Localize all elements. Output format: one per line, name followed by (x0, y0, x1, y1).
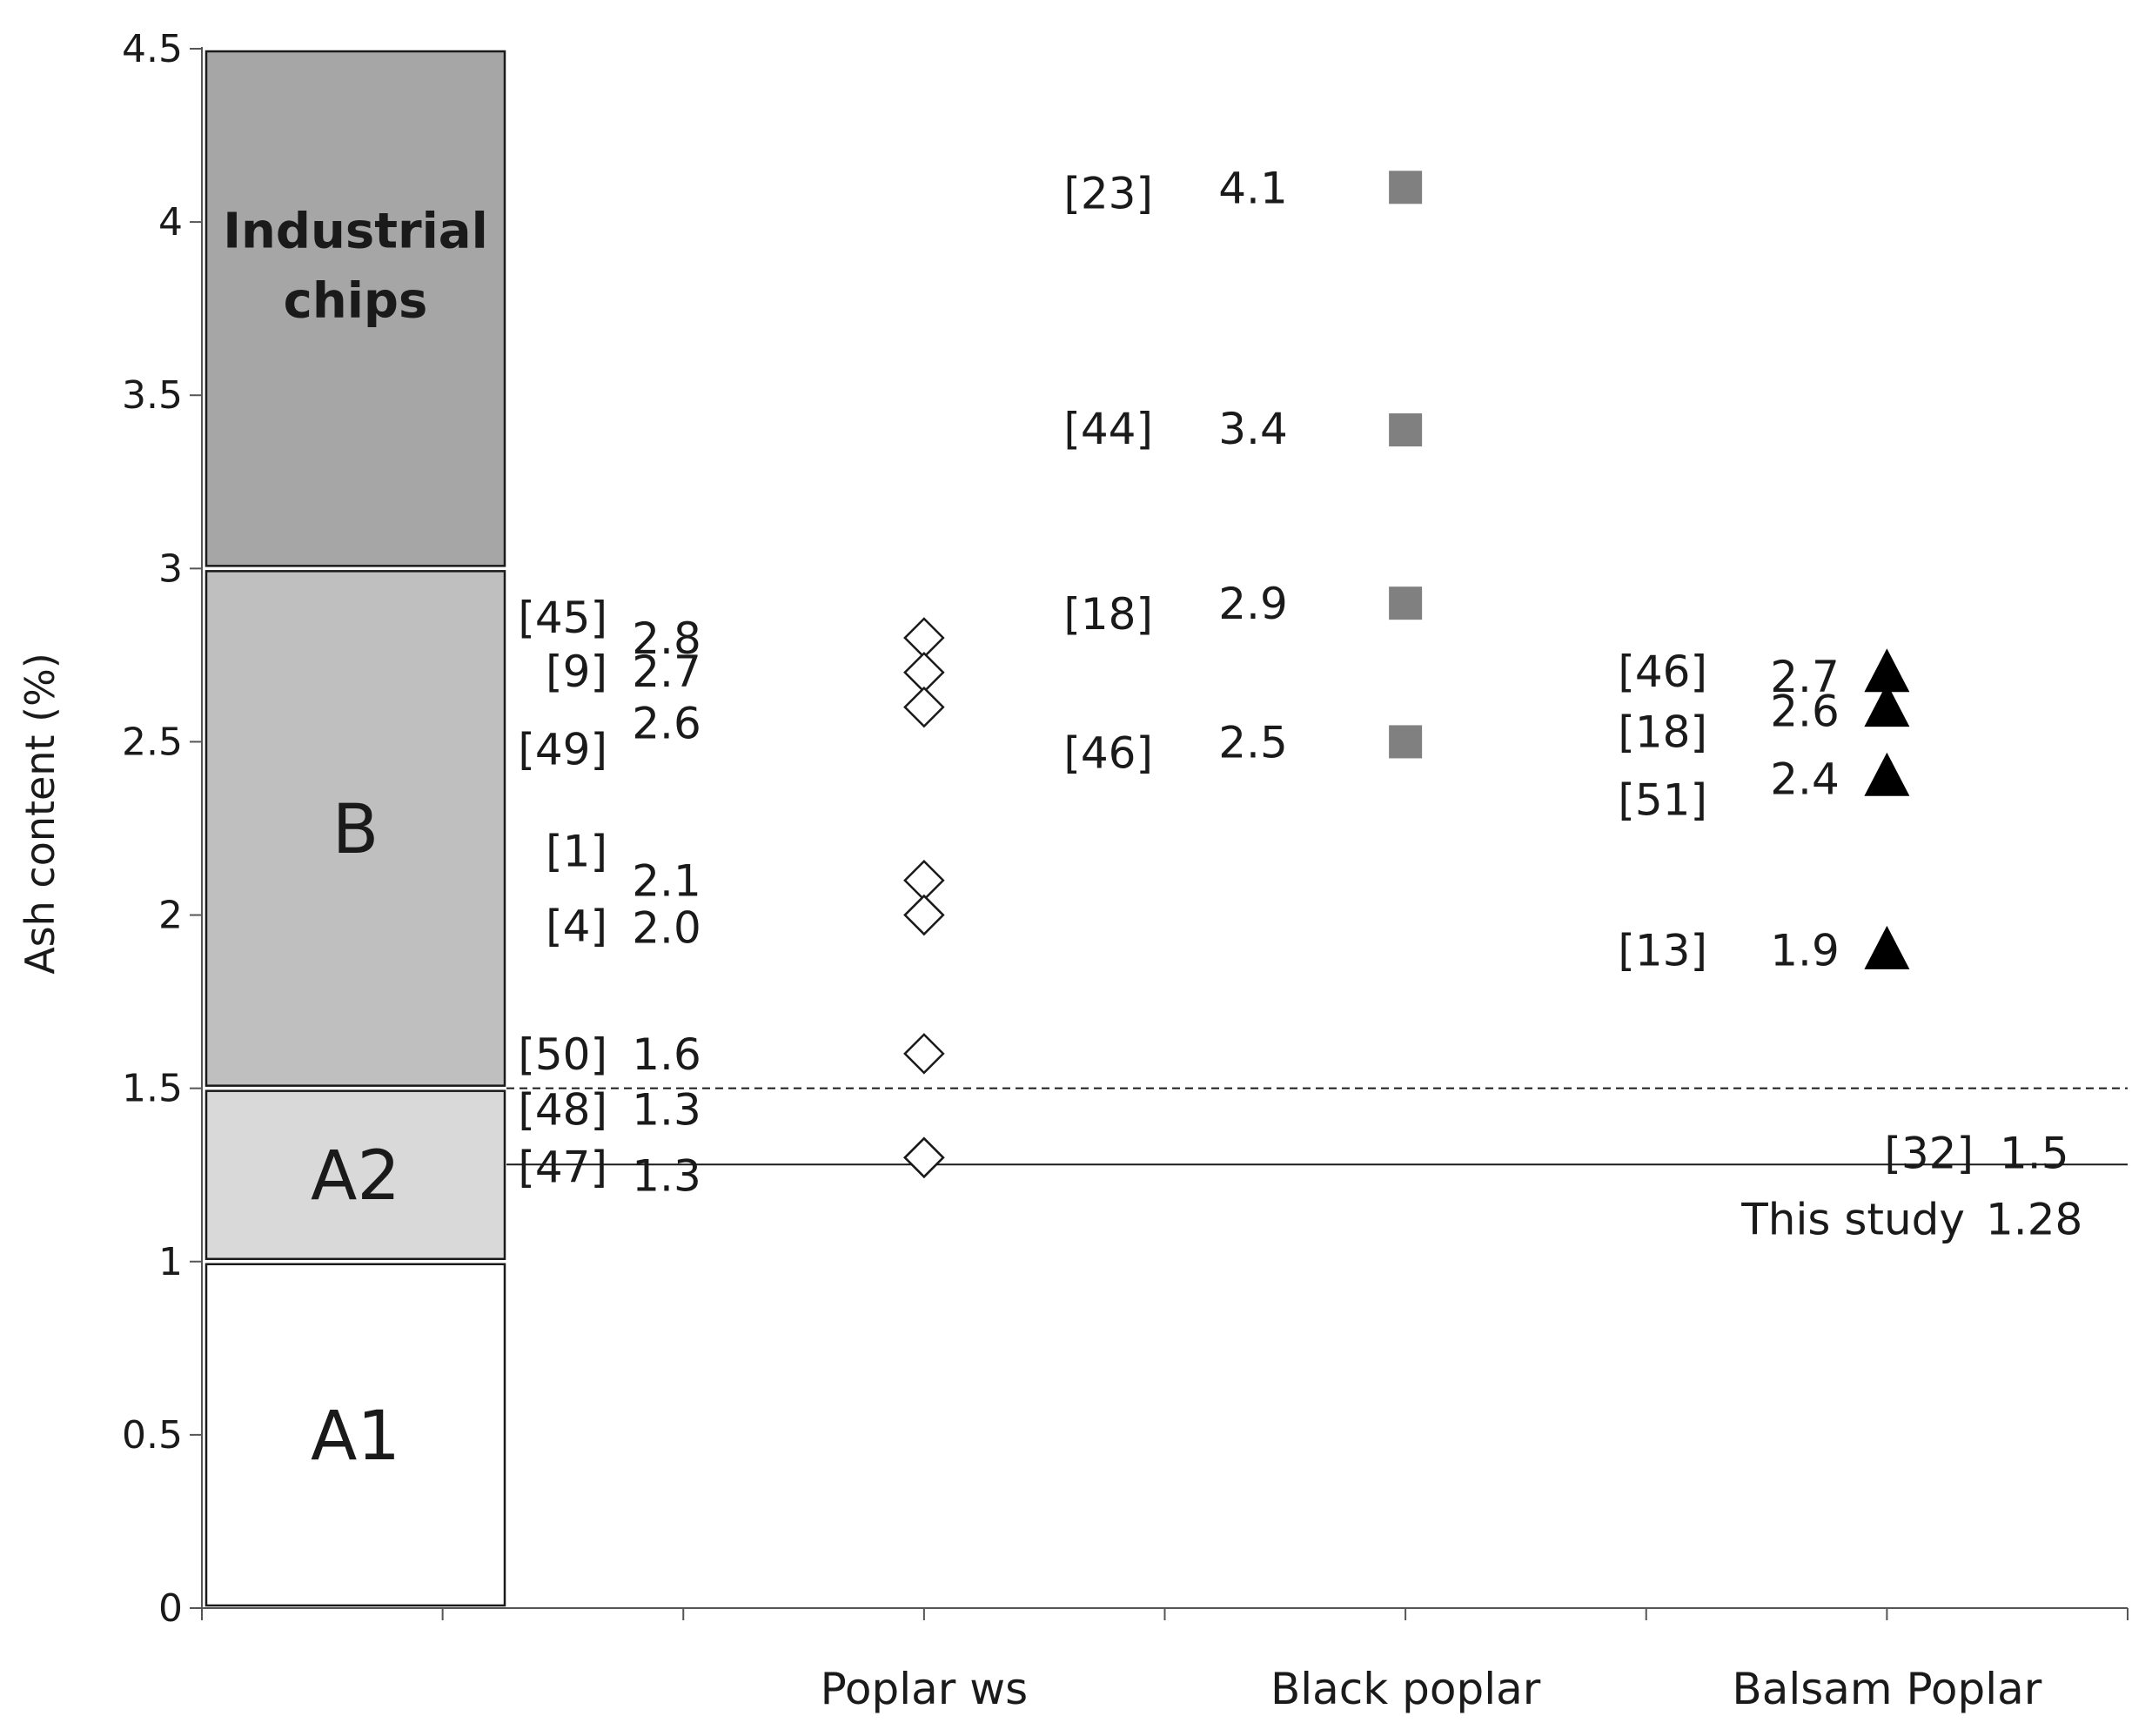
point-ref-label: [4] (546, 902, 607, 952)
data-point-square (1389, 725, 1423, 759)
point-ref-label: [9] (546, 647, 607, 697)
y-tick-label: 0 (158, 1586, 183, 1631)
y-tick-label: 0.5 (122, 1413, 183, 1458)
data-point-square (1389, 413, 1423, 447)
band-label-industrial: Industrial (223, 204, 488, 260)
point-value-label: 2.6 (632, 699, 701, 749)
data-point-square (1389, 171, 1423, 204)
reference-ref-label: [32] (1884, 1129, 1974, 1179)
y-tick-label: 1.5 (122, 1067, 183, 1111)
point-ref-label: [13] (1618, 925, 1707, 975)
band-label-chips: chips (284, 273, 428, 330)
point-value-label: 2.0 (632, 903, 701, 954)
point-ref-label: [47] (518, 1142, 607, 1192)
data-point-diamond (903, 686, 945, 728)
y-tick-label: 4.5 (122, 27, 183, 71)
quality-bands: A1 A2 B Industrial chips (204, 50, 506, 1607)
y-tick-label: 3.5 (122, 373, 183, 418)
band-label-a2: A2 (311, 1137, 400, 1216)
point-value-label: 4.1 (1218, 163, 1288, 213)
data-point-triangle (1864, 648, 1910, 693)
reference-value-label: 1.5 (2000, 1129, 2069, 1179)
data-point-diamond (903, 1136, 945, 1179)
reference-value-label: 1.28 (1986, 1194, 2082, 1244)
point-value-label: 1.3 (632, 1084, 701, 1135)
point-ref-label: [49] (518, 725, 607, 775)
point-ref-label: [50] (518, 1029, 607, 1080)
data-point-diamond (903, 652, 945, 694)
point-ref-label: [18] (1063, 589, 1153, 640)
point-value-label: 3.4 (1218, 404, 1288, 454)
data-point-triangle (1864, 683, 1910, 727)
point-value-label: 1.3 (632, 1150, 701, 1201)
y-tick-label: 1 (158, 1240, 183, 1284)
point-value-label: 2.7 (1770, 652, 1840, 702)
category-label: Balsam Poplar (1732, 1664, 2041, 1714)
band-label-a1: A1 (311, 1398, 400, 1476)
reference-ref-label: This study (1740, 1194, 1965, 1244)
y-axis-title: Ash content (%) (17, 653, 64, 975)
point-ref-label: [1] (546, 827, 607, 877)
data-point-square (1389, 586, 1423, 620)
data-point-triangle (1864, 925, 1910, 969)
point-value-label: 2.4 (1770, 754, 1840, 804)
band-2 (204, 570, 506, 1087)
data-point-diamond (903, 617, 945, 659)
y-tick-label: 4 (158, 200, 183, 245)
reference-lines (506, 1087, 2128, 1166)
point-value-label: 2.9 (1218, 579, 1288, 629)
data-point-diamond (903, 1033, 945, 1075)
category-label: Poplar ws (821, 1664, 1029, 1714)
point-ref-label: [44] (1063, 404, 1153, 454)
data-point-triangle (1864, 752, 1910, 796)
band-label-b: B (332, 791, 379, 869)
point-ref-label: [18] (1618, 707, 1707, 758)
data-point-diamond (903, 894, 945, 936)
y-tick-label: 3 (158, 546, 183, 591)
point-value-label: 1.9 (1770, 925, 1840, 975)
point-value-label: 2.8 (632, 613, 701, 664)
point-ref-label: [23] (1063, 168, 1153, 218)
point-ref-label: [51] (1618, 774, 1707, 825)
y-tick-label: 2 (158, 894, 183, 938)
point-value-label: 2.7 (632, 647, 701, 697)
point-value-label: 2.5 (1218, 717, 1288, 767)
band-3 (204, 50, 506, 567)
band-1 (204, 1089, 506, 1261)
point-ref-label: [46] (1618, 647, 1707, 697)
category-label: Black poplar (1270, 1664, 1541, 1714)
point-ref-label: [48] (518, 1084, 607, 1135)
point-value-label: 2.6 (1770, 687, 1840, 737)
point-ref-label: [45] (518, 593, 607, 643)
point-value-label: 1.6 (632, 1029, 701, 1080)
point-ref-label: [46] (1063, 727, 1153, 778)
y-tick-label: 2.5 (122, 720, 183, 764)
band-0 (204, 1263, 506, 1607)
data-point-diamond (903, 859, 945, 902)
data-marks (903, 171, 1910, 1179)
point-value-label: 2.1 (632, 856, 701, 907)
